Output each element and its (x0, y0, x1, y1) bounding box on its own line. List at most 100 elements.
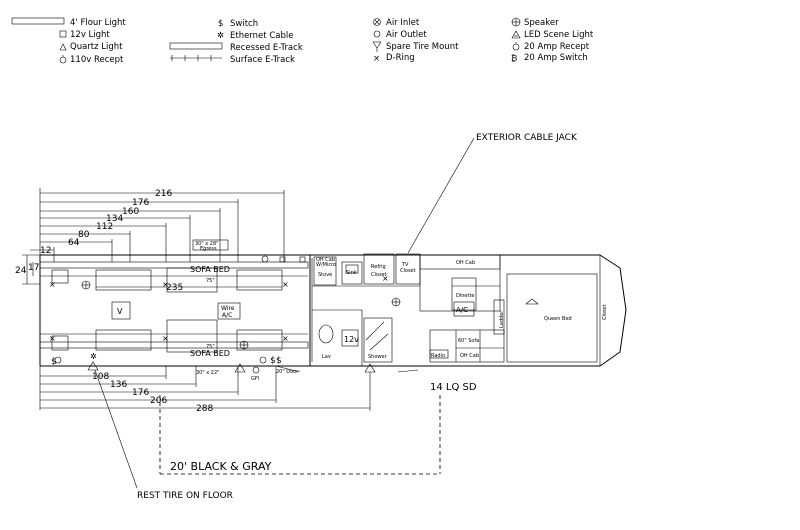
dim-24: 24 (15, 266, 27, 276)
legend-led-scene: LED Scene Light (524, 30, 594, 40)
sink-label: Sink (346, 270, 357, 276)
legend-recessed-etrack: Recessed E-Track (230, 43, 303, 53)
trailer-type-label: 20' BLACK & GRAY (170, 460, 272, 473)
amp20-switch-icon: ₿ (511, 53, 517, 64)
rest-tire-label: REST TIRE ON FLOOR (137, 491, 233, 501)
sofa-bed-bottom: SOFA BED (190, 349, 230, 358)
d-ring-icon: × (373, 54, 380, 64)
legend-air-outlet: Air Outlet (386, 30, 427, 40)
d-ring-icon: × (162, 334, 169, 343)
legend: 4' Flour Light 12v Light Quartz Light 11… (11, 17, 594, 65)
door-20-label: 20" Door (276, 369, 299, 375)
air-outlet-icon (373, 30, 381, 38)
dim-160: 160 (122, 207, 139, 217)
lav-label: Lav (322, 354, 331, 360)
recept-110v-icon (59, 56, 67, 64)
dim-288: 288 (196, 404, 213, 414)
dim-176: 176 (132, 198, 149, 208)
d-ring-icon: × (49, 334, 56, 343)
d-ring-icon: × (382, 274, 389, 283)
door-30x22-label: 30" x 22" (196, 370, 219, 376)
dim-80: 80 (78, 230, 90, 240)
dim-64: 64 (68, 238, 80, 248)
quartz-light-icon (87, 361, 99, 371)
legend-d-ring: D-Ring (386, 53, 415, 63)
dim-134: 134 (106, 214, 123, 224)
gfi-recept-icon (252, 366, 260, 374)
egress-label: Egress (200, 246, 217, 252)
surface-etrack-icon (170, 55, 222, 61)
legend-flour-light: 4' Flour Light (70, 18, 126, 28)
recept-icon (259, 356, 267, 364)
d-ring-icon: × (162, 280, 169, 289)
bottom-etrack (39, 341, 309, 349)
closet-label: Closet (602, 304, 608, 320)
callouts: EXTERIOR CABLE JACK 14 LQ SD REST TIRE O… (94, 133, 578, 501)
dim-206: 206 (150, 396, 167, 406)
tv-closet-2: Closet (400, 268, 416, 274)
gfi-label: GFI (251, 376, 259, 382)
dim-176-bottom: 176 (132, 388, 149, 398)
switch-icon: $ (51, 357, 57, 367)
flour-light-icon (11, 17, 65, 25)
horse-area: 30" x 28" Egress SOFA BED 75" 235 × × × … (39, 239, 376, 374)
light-12v-icon (299, 256, 306, 263)
light-12v-icon (279, 256, 286, 263)
sofa-60-label: 60" Sofa (458, 338, 479, 344)
switch-icon: $ (270, 356, 276, 366)
recept-icon (261, 255, 269, 263)
sofa-bed-bottom-len: 75" (206, 344, 215, 350)
top-etrack (39, 261, 309, 269)
recessed-etrack-icon (169, 42, 223, 50)
legend-speaker: Speaker (524, 18, 559, 28)
ladder-label: Ladder (499, 310, 505, 328)
d-ring-icon: × (282, 280, 289, 289)
legend-20amp-switch: 20 Amp Switch (524, 53, 588, 63)
shower-label: Shower (368, 354, 388, 360)
radio-label: Radio (431, 353, 445, 359)
speaker-icon (391, 297, 401, 307)
dim-17: 17 (28, 263, 39, 273)
tv-closet-1: TV (401, 262, 409, 268)
recept-icon (54, 356, 62, 364)
refrig-label-1: Refrig (371, 264, 386, 270)
bottom-dimensions: 108 136 176 206 288 30" x 22" GFI 20" Do… (39, 365, 371, 414)
sofa-bed-top: SOFA BED (190, 265, 230, 274)
legend-quartz-light: Quartz Light (70, 42, 123, 52)
legend-ethernet: Ethernet Cable (230, 31, 293, 41)
dinette-label: Dinette (456, 293, 474, 299)
v-box-label: V (117, 307, 123, 316)
oh-cab-micro-2: W/Micro (316, 262, 336, 268)
quartz-light-icon (364, 363, 376, 373)
legend-surface-etrack: Surface E-Track (230, 55, 295, 65)
led-scene-light-icon (511, 30, 521, 39)
legend-spare-tire: Spare Tire Mount (386, 42, 459, 52)
egress-size: 30" x 28" (195, 241, 218, 247)
legend-110v-recept: 110v Recept (70, 55, 124, 65)
trailer-outline (39, 254, 627, 367)
stove-label: Stove (318, 272, 332, 278)
dim-108: 108 (92, 372, 109, 382)
box-12v: 12v (344, 335, 359, 344)
oh-cab-bottom: OH Cab (460, 353, 479, 359)
legend-20amp-recept: 20 Amp Recept (524, 42, 590, 52)
light-12v-icon (59, 30, 67, 38)
spare-tire-icon (372, 41, 382, 52)
speaker-icon (239, 340, 249, 350)
quartz-light-icon (234, 363, 246, 373)
living-quarters: OH Cab W/Micro Stove Sink Refrig Closet … (312, 253, 608, 366)
dim-12: 12 (40, 246, 51, 256)
speaker-icon (81, 280, 91, 290)
switch-icon: $ (218, 19, 223, 29)
speaker-icon (511, 17, 521, 27)
sofa-bed-top-len: 75" (206, 278, 215, 284)
top-dimensions: 216 176 160 134 112 80 64 12 24 17 (15, 188, 285, 285)
air-inlet-icon (373, 18, 381, 26)
ethernet-icon: ✲ (217, 31, 224, 41)
legend-air-inlet: Air Inlet (386, 18, 420, 28)
amp20-recept-icon (512, 42, 520, 51)
oh-cab-top: OH Cab (456, 260, 475, 266)
oh-cab-micro-1: OH Cab (316, 257, 335, 263)
switch-icon: $ (276, 356, 282, 366)
d-ring-icon: × (49, 280, 56, 289)
